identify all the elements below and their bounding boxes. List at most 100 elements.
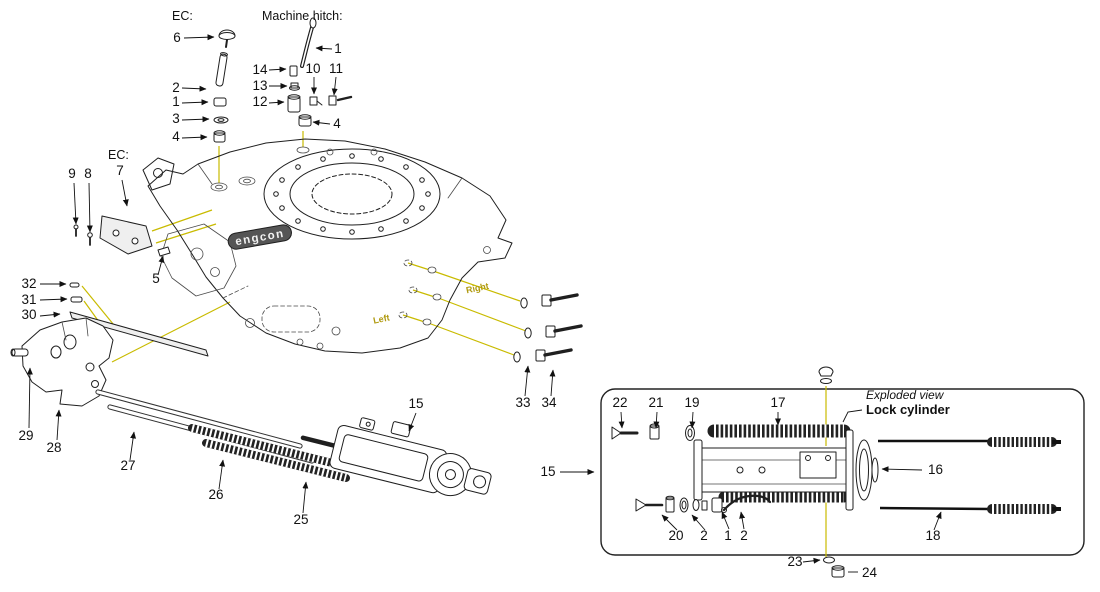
callout-5: 5 — [152, 271, 160, 286]
callout-17: 17 — [770, 395, 785, 410]
callout-15-main: 15 — [408, 396, 423, 411]
bolt-sets-33-34 — [513, 293, 583, 363]
lock-cylinder-assembly-main — [95, 389, 492, 497]
callout-10: 10 — [305, 61, 320, 76]
callout-34: 34 — [541, 395, 557, 410]
panel-bottom-parts — [635, 494, 772, 513]
callout-8: 8 — [84, 166, 92, 181]
callout-2-panel: 2 — [700, 528, 708, 543]
part-28-bracket — [21, 317, 114, 407]
brand-banner — [227, 224, 292, 250]
labels: EC: 6 Machine hitch: 1 2 1 3 4 14 13 12 … — [18, 9, 949, 580]
part-22-screw — [611, 426, 639, 440]
part-4b-plug — [298, 114, 312, 127]
machine-hitch-parts — [287, 17, 353, 127]
label-leaders — [26, 34, 942, 573]
callout-18: 18 — [925, 528, 940, 543]
part-4-plug — [213, 130, 226, 143]
machine-body — [142, 138, 513, 354]
body-right-marker: Right — [465, 281, 490, 296]
part-10 — [309, 96, 323, 106]
part-14 — [289, 65, 298, 77]
callout-24: 24 — [862, 565, 878, 580]
part-20-screw — [635, 498, 664, 512]
part-16-rod — [878, 437, 1061, 447]
callout-9: 9 — [68, 166, 76, 181]
part-23-ring — [823, 556, 835, 564]
callout-15-panel: 15 — [540, 464, 555, 479]
part-11 — [328, 95, 353, 106]
callout-4b: 4 — [333, 116, 341, 131]
callout-13: 13 — [252, 78, 267, 93]
part-block — [711, 497, 723, 513]
part-ring — [679, 497, 689, 513]
exploded-view-panel — [600, 366, 1085, 578]
parts-23-24 — [823, 556, 845, 578]
callout-23: 23 — [787, 554, 802, 569]
bolt-row — [524, 324, 583, 339]
label-lock-cylinder: Lock cylinder — [866, 402, 950, 417]
part-washer — [692, 499, 700, 511]
callout-3: 3 — [172, 111, 180, 126]
part-18-rod — [879, 504, 1061, 514]
part-15-cylinder — [300, 417, 492, 497]
part-19-washer — [685, 425, 695, 441]
part-7-plate — [99, 215, 153, 255]
callout-21: 21 — [648, 395, 663, 410]
front-bracket — [10, 317, 114, 407]
part-3-ring — [213, 116, 229, 124]
callout-16: 16 — [928, 462, 943, 477]
callout-28: 28 — [46, 440, 61, 455]
panel-left-parts — [611, 423, 695, 441]
part-6-cap — [218, 29, 236, 37]
bolt-row — [513, 348, 573, 363]
callout-6: 6 — [173, 30, 181, 45]
callout-27: 27 — [120, 458, 135, 473]
part-29-pin — [10, 348, 29, 357]
callout-33: 33 — [515, 395, 530, 410]
callout-12: 12 — [252, 94, 267, 109]
part-31-pin — [70, 296, 83, 303]
part-2-rod — [215, 52, 228, 87]
part-5 — [157, 246, 171, 257]
ec-top-parts — [213, 29, 236, 143]
callout-1-panel: 1 — [724, 528, 732, 543]
callout-14: 14 — [252, 62, 268, 77]
part-lever — [722, 494, 772, 512]
label-machine-hitch: Machine hitch: — [262, 9, 343, 23]
callout-4: 4 — [172, 129, 180, 144]
part-9-screw — [73, 224, 79, 237]
part-13 — [289, 82, 300, 91]
slew-ring-bolts — [273, 153, 431, 235]
part-plug-top — [818, 366, 834, 384]
callout-31: 31 — [21, 292, 36, 307]
pins-and-bar — [69, 282, 209, 357]
callout-2b-panel: 2 — [740, 528, 748, 543]
body-left-marker: Left — [372, 312, 390, 325]
label-exploded-view: Exploded view — [866, 388, 945, 402]
lock-cylinder-pointer — [842, 409, 863, 423]
body-details — [160, 146, 491, 350]
part-30-bar — [69, 311, 209, 357]
callout-7: 7 — [116, 163, 124, 178]
part-pin — [701, 500, 708, 511]
callout-29: 29 — [18, 428, 33, 443]
part-21 — [649, 423, 660, 440]
bolt-row — [520, 293, 579, 309]
callout-26: 26 — [208, 487, 223, 502]
label-ec-top: EC: — [172, 9, 193, 23]
callout-30: 30 — [21, 307, 36, 322]
part-small-cylinder — [665, 495, 675, 513]
part-8-screw — [87, 232, 93, 246]
callout-25: 25 — [293, 512, 308, 527]
callout-1: 1 — [172, 94, 180, 109]
callout-32: 32 — [21, 276, 36, 291]
callout-11: 11 — [329, 61, 343, 76]
ec-plate-assembly — [73, 215, 171, 257]
callout-22: 22 — [612, 395, 627, 410]
callout-19: 19 — [684, 395, 699, 410]
part-1-fitting — [213, 97, 227, 107]
part-32-pin — [69, 282, 80, 288]
